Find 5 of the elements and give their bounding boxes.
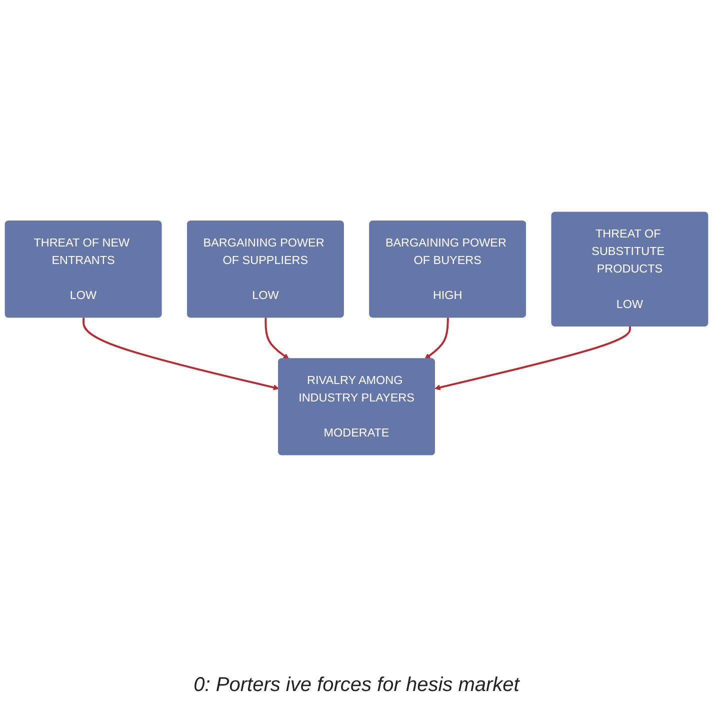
caption: 0: Porters ive forces for hesis market — [194, 674, 520, 697]
arrow — [82, 318, 280, 391]
arrow — [434, 326, 632, 391]
arrow — [424, 318, 449, 360]
arrow — [264, 318, 289, 360]
